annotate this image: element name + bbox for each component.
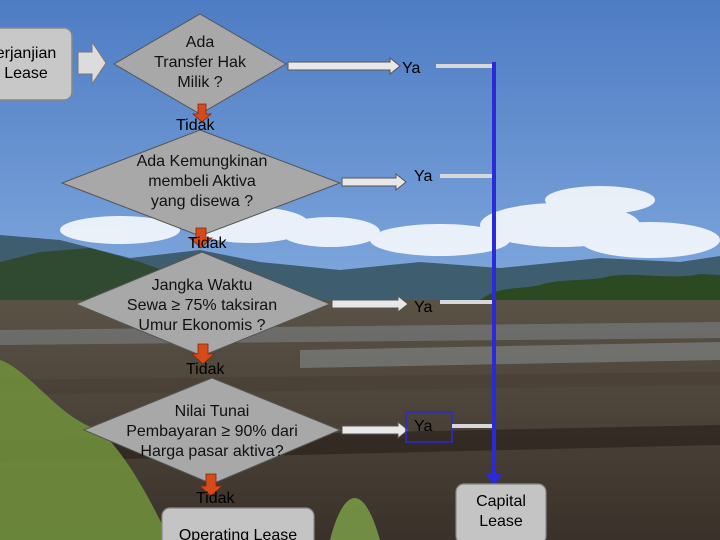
yes-arrows (288, 58, 494, 442)
decision-2-text: Ada Kemungkinan membeli Aktiva yang dise… (92, 152, 312, 212)
start-arrow (78, 42, 106, 84)
yes-arrow-4 (342, 422, 408, 438)
decision-3-line-3: Umur Ekonomis ? (100, 316, 304, 336)
decision-4-yes: Ya (414, 418, 432, 436)
decision-2-no: Tidak (188, 235, 227, 253)
capital-lease-line-1: Capital (456, 492, 546, 512)
decision-1-line-1: Ada (120, 33, 280, 53)
decision-4-text: Nilai Tunai Pembayaran ≥ 90% dari Harga … (102, 402, 322, 462)
decision-2-yes: Ya (414, 168, 432, 186)
decision-3-no: Tidak (186, 361, 225, 379)
capital-lease-line-2: Lease (456, 512, 546, 532)
yes-arrow-2 (342, 174, 406, 190)
yes-arrow-1 (288, 58, 400, 74)
start-box-line-2: Lease (0, 64, 72, 84)
decision-1-no: Tidak (176, 117, 215, 135)
decision-4-line-3: Harga pasar aktiva? (102, 442, 322, 462)
yes-arrow-3 (332, 296, 408, 312)
operating-lease-label: Operating Lease (162, 526, 314, 540)
decision-3-yes: Ya (414, 299, 432, 317)
decision-3-line-1: Jangka Waktu (100, 276, 304, 296)
decision-3-line-2: Sewa ≥ 75% taksiran (100, 296, 304, 316)
capital-lease-label: Capital Lease (456, 492, 546, 532)
decision-4-line-2: Pembayaran ≥ 90% dari (102, 422, 322, 442)
start-box-line-1: erjanjian (0, 44, 72, 64)
start-box-label: erjanjian Lease (0, 44, 72, 84)
decision-4-no: Tidak (196, 490, 235, 508)
decision-1-line-2: Transfer Hak (120, 53, 280, 73)
decision-1-line-3: Milik ? (120, 73, 280, 93)
decision-2-line-1: Ada Kemungkinan (92, 152, 312, 172)
decision-1-text: Ada Transfer Hak Milik ? (120, 33, 280, 93)
decision-1-yes: Ya (402, 60, 420, 78)
decision-2-line-3: yang disewa ? (92, 192, 312, 212)
decision-2-line-2: membeli Aktiva (92, 172, 312, 192)
decision-4-line-1: Nilai Tunai (102, 402, 322, 422)
decision-3-text: Jangka Waktu Sewa ≥ 75% taksiran Umur Ek… (100, 276, 304, 336)
